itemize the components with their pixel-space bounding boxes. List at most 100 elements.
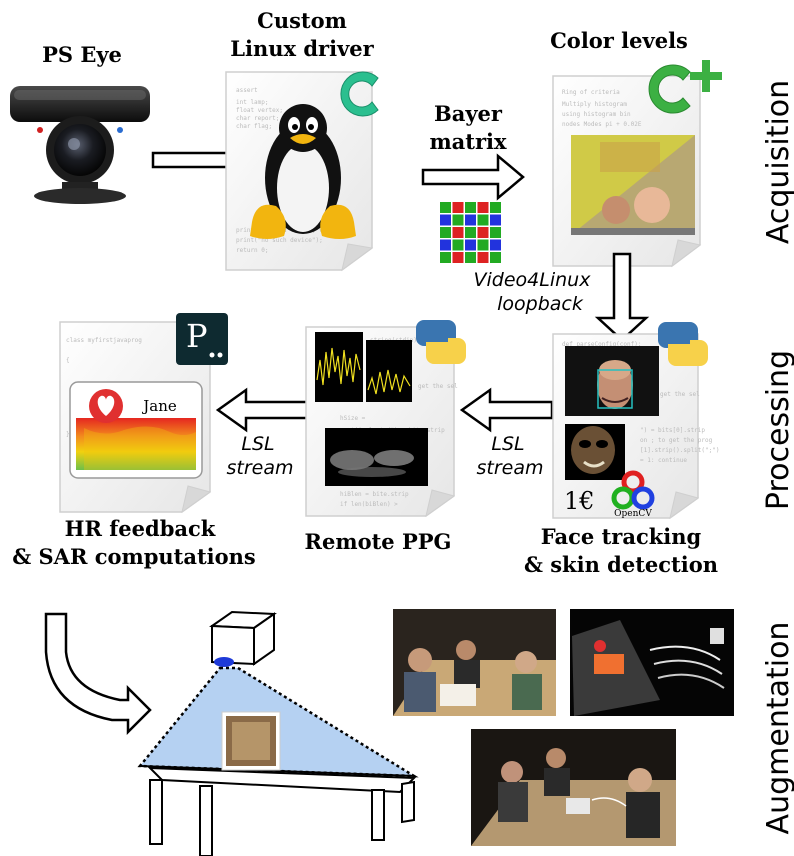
color-levels-label: Color levels [550,28,688,53]
svg-text:if len(biBlen) >: if len(biBlen) > [340,501,398,508]
photo-group-session [471,729,676,846]
processing-icon: P [176,313,228,365]
opencv-icon: OpenCV [611,470,655,519]
svg-text:print("no such device");: print("no such device"); [236,237,323,244]
arrow-face-to-ppg [459,387,554,433]
arrow-ppg-to-hr [215,387,310,433]
hr-label-line1: HR feedback [65,516,216,541]
svg-text:char report;: char report; [236,115,279,122]
face-label-line2: & skin detection [524,552,718,577]
bayer-cell [465,202,476,213]
svg-text:using histogram bin: using histogram bin [562,111,631,118]
svg-text:assert: assert [236,87,258,94]
bayer-cell [477,202,489,213]
ppg-spectrogram [325,428,428,486]
svg-text:[1].strip().split(";"): [1].strip().split(";") [640,447,719,454]
svg-text:}: } [66,431,70,438]
remote-ppg-label: Remote PPG [305,529,452,554]
bayer-cell [465,252,476,263]
photo-users-at-table [393,609,556,716]
bayer-cell [490,252,501,263]
svg-text:hSize =: hSize = [340,415,366,422]
ppg-signal-plot-1 [315,332,363,402]
stage-augmentation: Augmentation [761,622,794,835]
bayer-cell [465,227,476,238]
v4l-label-line1: Video4Linux [474,269,592,291]
svg-text:return 0;: return 0; [236,247,269,254]
svg-text:float vertex;: float vertex; [236,107,283,114]
svg-text:nodes Modes pi + 0.02E: nodes Modes pi + 0.02E [562,121,642,128]
svg-text:Ring of criteria: Ring of criteria [562,89,620,96]
python-icon-ppg [416,320,466,364]
bayer-cell [440,252,451,263]
bayer-cell [477,227,489,238]
face-label-line1: Face tracking [541,524,702,549]
bayer-cell [452,239,464,251]
hr-card: Jane [69,381,203,479]
skin-detection-frame [565,424,625,480]
one-euro-filter-label: 1€ [564,487,595,515]
bayer-cell [452,227,464,238]
tux-icon [250,104,356,239]
cpp-logo-icon [648,60,722,114]
c-logo-icon [340,71,379,117]
lsl1-label-line1: LSL [241,433,274,455]
hr-label-line2: & SAR computations [12,544,256,569]
svg-text:get the sel: get the sel [418,383,458,390]
bayer-cell [477,214,489,226]
svg-text:get the sel: get the sel [660,391,700,398]
bayer-cell [490,214,501,226]
bayer-cell [440,202,451,213]
svg-text:int lamp;: int lamp; [236,99,269,106]
svg-text:class myfirstjavaprog: class myfirstjavaprog [66,337,142,344]
v4l-label-line2: loopback [497,293,584,315]
bayer-cell [440,214,451,226]
svg-text:") = bits[0].strip: ") = bits[0].strip [640,427,705,434]
bayer-cell [452,252,464,263]
processing-logo-letter: P [186,317,208,355]
svg-text:= 1: continue: = 1: continue [640,457,687,464]
bayer-cell [465,239,476,251]
bayer-cell [477,239,489,251]
arrow-driver-to-colorlevels [421,153,525,201]
driver-label-line1: Custom [257,8,347,33]
bayer-cell [490,202,501,213]
photo-hr-display [570,609,734,716]
bayer-cell [490,239,501,251]
bayer-cell [452,214,464,226]
bayer-cell [465,214,476,226]
projector-icon [209,610,277,667]
bayer-label-line1: Bayer [434,101,503,126]
svg-text:Multiply histogram: Multiply histogram [562,101,627,108]
opencv-label: OpenCV [614,509,652,519]
bayer-grid-icon [440,202,501,263]
user-name: Jane [141,397,177,415]
svg-text:hiBlen = bite.strip: hiBlen = bite.strip [340,491,409,498]
driver-label-line2: Linux driver [230,36,374,61]
color-levels-document: Ring of criteria Multiply histogram usin… [552,75,702,268]
stage-processing: Processing [761,350,794,510]
bayer-cell [477,252,489,263]
bayer-cell [440,239,451,251]
stage-acquisition: Acquisition [761,80,794,244]
ps-eye-label: PS Eye [42,42,122,67]
projected-card [221,711,281,771]
bayer-label-line2: matrix [429,129,507,154]
lsl2-label-line2: stream [476,457,543,479]
bayer-cell [440,227,451,238]
arrow-down-to-face [594,252,650,342]
heart-icon [89,389,123,423]
arrow-curved-to-table [44,612,152,736]
lsl2-label-line1: LSL [491,433,524,455]
svg-text:char flag;: char flag; [236,123,272,130]
table-icon [139,765,417,856]
svg-text:def parseConfig(conf):: def parseConfig(conf): [562,341,641,348]
svg-text:on ; to get the prog: on ; to get the prog [640,437,713,444]
lsl1-label-line2: stream [226,457,293,479]
webcam-icon [10,86,150,204]
bayer-cell [490,227,501,238]
ppg-signal-plot-2 [366,340,412,402]
python-icon-face [658,322,708,366]
